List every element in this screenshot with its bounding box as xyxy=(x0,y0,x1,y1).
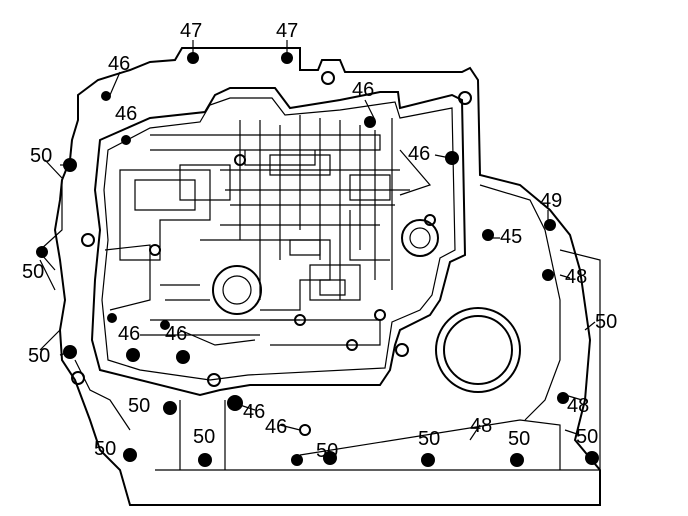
label-50: 50 xyxy=(128,395,150,417)
label-49: 49 xyxy=(540,190,562,212)
label-47: 47 xyxy=(276,20,298,42)
label-50: 50 xyxy=(595,311,617,333)
label-50: 50 xyxy=(94,438,116,460)
output-bore-inner xyxy=(443,315,513,385)
label-50: 50 xyxy=(28,345,50,367)
label-47: 47 xyxy=(180,20,202,42)
callout-labels: 47 47 46 46 46 46 46 46 46 46 45 49 48 4… xyxy=(22,20,617,462)
sensor-bore-inner xyxy=(409,227,431,249)
label-50: 50 xyxy=(576,426,598,448)
label-50: 50 xyxy=(30,145,52,167)
label-50: 50 xyxy=(22,261,44,283)
label-50: 50 xyxy=(508,428,530,450)
label-50: 50 xyxy=(418,428,440,450)
label-46: 46 xyxy=(265,416,287,438)
label-48: 48 xyxy=(565,266,587,288)
accumulator-bore xyxy=(212,265,262,315)
label-46: 46 xyxy=(243,401,265,423)
accumulator-bore-inner xyxy=(222,275,252,305)
output-bore xyxy=(435,307,521,393)
label-50: 50 xyxy=(193,426,215,448)
sensor-bore xyxy=(401,219,439,257)
label-48: 48 xyxy=(567,395,589,417)
bolt-heads xyxy=(36,52,599,467)
gasket-inner xyxy=(101,97,456,381)
case-outline xyxy=(53,47,601,506)
fluid-passages xyxy=(104,115,432,346)
label-46: 46 xyxy=(352,79,374,101)
label-46: 46 xyxy=(108,53,130,75)
label-46: 46 xyxy=(165,323,187,345)
label-45: 45 xyxy=(500,226,522,248)
screw-bosses xyxy=(71,71,472,436)
case-lower-structure xyxy=(39,159,601,471)
label-46: 46 xyxy=(118,323,140,345)
label-50: 50 xyxy=(316,440,338,462)
valve-body-outline xyxy=(90,87,467,397)
label-48: 48 xyxy=(470,415,492,437)
label-46: 46 xyxy=(115,103,137,125)
label-46: 46 xyxy=(408,143,430,165)
